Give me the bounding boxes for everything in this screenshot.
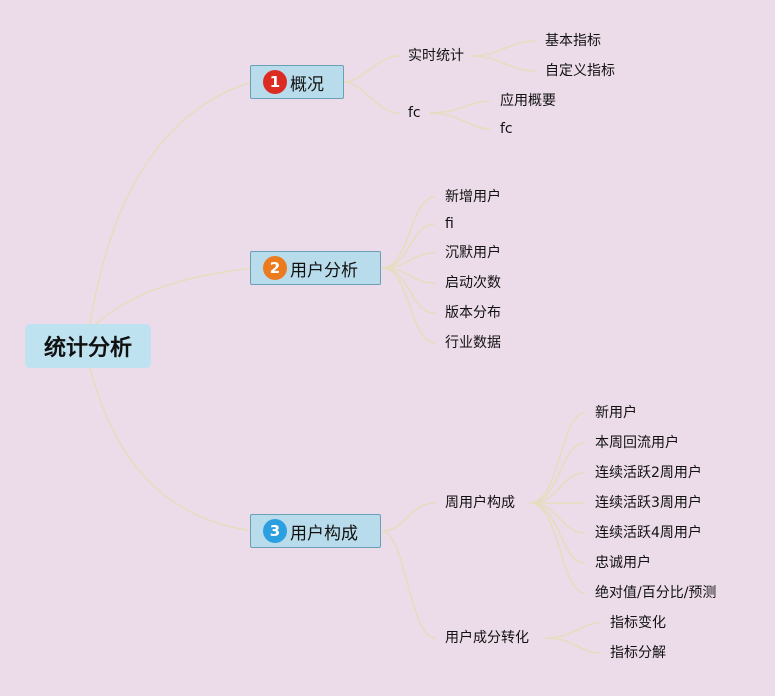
- root-topic[interactable]: 统计分析: [25, 324, 151, 368]
- edge-overview-realtime: [342, 55, 401, 83]
- subtopic-realtime-stats[interactable]: 实时统计: [408, 48, 464, 64]
- edge-root-user-composition: [89, 367, 253, 532]
- edge-weekly-2: [529, 442, 586, 504]
- edge-conversion-1: [544, 622, 601, 639]
- subtopic-industry-data[interactable]: 行业数据: [445, 335, 501, 351]
- edge-realtime-basic: [469, 40, 536, 57]
- subtopic-loyal-users[interactable]: 忠诚用户: [595, 555, 651, 571]
- topic-user-composition-label: 用户构成: [290, 523, 358, 544]
- subtopic-launch-count[interactable]: 启动次数: [445, 275, 501, 291]
- subtopic-active-4-weeks[interactable]: 连续活跃4周用户: [595, 525, 702, 541]
- subtopic-custom-metrics[interactable]: 自定义指标: [545, 63, 615, 79]
- edge-uc-weekly: [381, 502, 436, 532]
- subtopic-absolute-percent-forecast[interactable]: 绝对值/百分比/预测: [595, 585, 717, 601]
- subtopic-composition-conversion[interactable]: 用户成分转化: [445, 630, 529, 646]
- number-3-badge-icon: 3: [263, 519, 287, 543]
- subtopic-active-3-weeks[interactable]: 连续活跃3周用户: [595, 495, 702, 511]
- topic-user-analysis[interactable]: 2 用户分析: [250, 251, 381, 285]
- subtopic-metric-breakdown[interactable]: 指标分解: [610, 645, 666, 661]
- edge-weekly-7: [529, 502, 586, 594]
- edge-overview-fc: [342, 81, 401, 114]
- subtopic-weekly-composition[interactable]: 周用户构成: [445, 495, 515, 511]
- edge-root-overview: [89, 81, 253, 325]
- subtopic-silent-users[interactable]: 沉默用户: [445, 245, 501, 261]
- edge-weekly-1: [529, 412, 586, 504]
- edge-uc-conversion: [381, 530, 436, 639]
- edge-ua-6: [381, 267, 436, 344]
- number-1-badge-icon: 1: [263, 70, 287, 94]
- edge-weekly-6: [529, 502, 586, 564]
- subtopic-fi[interactable]: fi: [445, 216, 454, 232]
- edge-root-user-analysis: [95, 267, 253, 325]
- topic-user-composition[interactable]: 3 用户构成: [250, 514, 381, 548]
- subtopic-basic-metrics[interactable]: 基本指标: [545, 33, 601, 49]
- edge-fc-summary: [429, 100, 491, 114]
- subtopic-app-summary[interactable]: 应用概要: [500, 93, 556, 109]
- root-topic-label: 统计分析: [43, 336, 132, 361]
- subtopic-active-2-weeks[interactable]: 连续活跃2周用户: [595, 465, 702, 481]
- edge-fc-fc: [429, 112, 491, 130]
- subtopic-fc-child[interactable]: fc: [500, 121, 513, 137]
- edge-weekly-3: [529, 472, 586, 504]
- subtopic-metric-change[interactable]: 指标变化: [610, 615, 666, 631]
- subtopic-returning-users[interactable]: 本周回流用户: [595, 435, 679, 451]
- topic-overview[interactable]: 1 概况: [250, 65, 344, 99]
- edge-realtime-custom: [469, 55, 536, 72]
- topic-overview-label: 概况: [290, 74, 324, 95]
- subtopic-version-distribution[interactable]: 版本分布: [445, 305, 501, 321]
- topic-user-analysis-label: 用户分析: [290, 260, 358, 281]
- edge-conversion-2: [544, 637, 601, 654]
- subtopic-new-users[interactable]: 新增用户: [445, 189, 501, 205]
- edge-ua-1: [381, 196, 436, 269]
- subtopic-fc[interactable]: fc: [408, 105, 421, 121]
- number-2-badge-icon: 2: [263, 256, 287, 280]
- edge-weekly-5: [529, 502, 586, 534]
- subtopic-new-user[interactable]: 新用户: [595, 405, 637, 421]
